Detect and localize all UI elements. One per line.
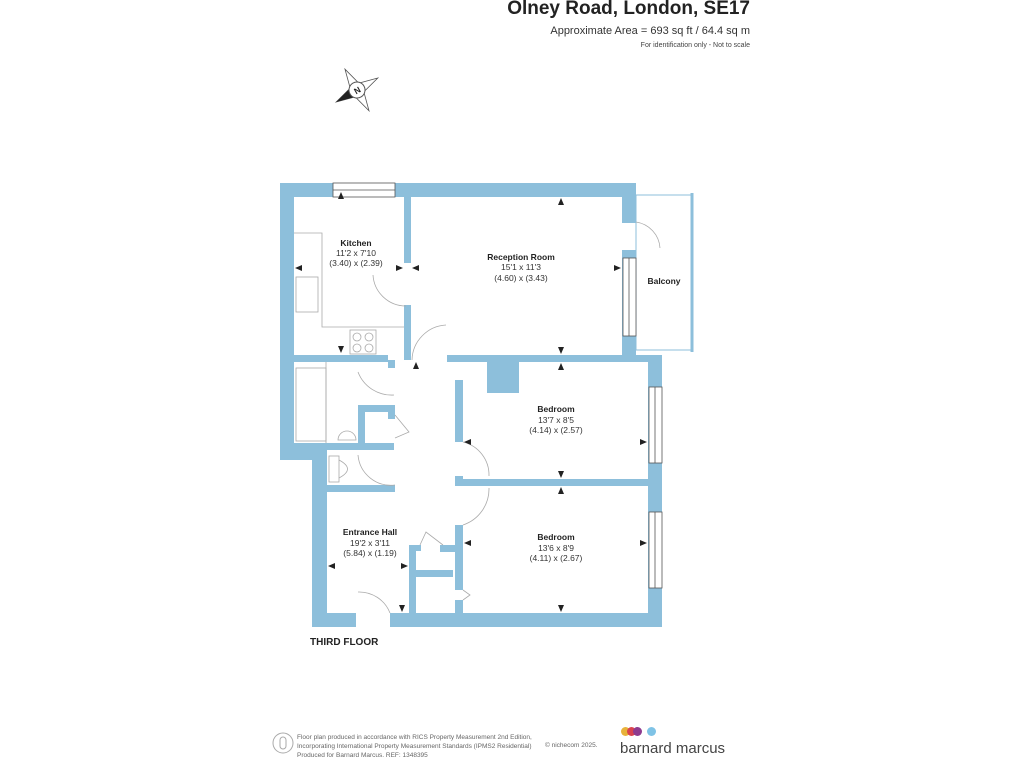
balcony-outline (635, 194, 693, 351)
fixtures (294, 232, 404, 483)
room-size-imperial: 13'7 x 8'5 (538, 415, 574, 425)
scale-note: For identification only - Not to scale (640, 42, 750, 49)
rics-logo-icon (272, 732, 294, 754)
approximate-area: Approximate Area = 693 sq ft / 64.4 sq m (550, 25, 750, 37)
room-name: Bedroom (537, 532, 575, 542)
room-name: Entrance Hall (343, 527, 397, 537)
room-entrance-hall: Entrance Hall 19'2 x 3'11 (5.84) x (1.19… (343, 527, 397, 558)
windows (332, 182, 663, 589)
room-size-metric: (4.14) x (2.57) (529, 425, 583, 435)
room-bedroom-1: Bedroom 13'7 x 8'5 (4.14) x (2.57) (529, 404, 583, 435)
footer-line: Produced for Barnard Marcus. REF: 134839… (297, 752, 428, 759)
basin-icon (337, 430, 357, 441)
toilet-icon (328, 455, 340, 483)
room-name: Balcony (647, 276, 680, 286)
brand-name: barnard marcus (620, 740, 726, 757)
footer-disclaimer: Floor plan produced in accordance with R… (297, 733, 532, 760)
footer-line: Incorporating International Property Mea… (297, 743, 532, 750)
room-size-imperial: 15'1 x 11'3 (501, 262, 541, 272)
room-size-imperial: 11'2 x 7'10 (336, 248, 376, 258)
floor-label: THIRD FLOOR (310, 637, 379, 648)
room-name: Kitchen (340, 238, 371, 248)
copyright: © nichecom 2025. (545, 742, 598, 749)
room-size-metric: (4.60) x (3.43) (494, 273, 548, 283)
compass-icon: N (334, 67, 380, 113)
room-size-imperial: 13'6 x 8'9 (538, 543, 574, 553)
room-balcony: Balcony (647, 276, 680, 286)
room-size-metric: (3.40) x (2.39) (329, 258, 383, 268)
dimension-arrows (295, 192, 647, 612)
room-size-metric: (5.84) x (1.19) (343, 548, 397, 558)
room-kitchen: Kitchen 11'2 x 7'10 (3.40) x (2.39) (329, 238, 383, 268)
room-size-metric: (4.11) x (2.67) (530, 553, 583, 563)
plan-title: Olney Road, London, SE17 (507, 0, 750, 19)
room-name: Bedroom (537, 404, 575, 414)
room-size-imperial: 19'2 x 3'11 (350, 538, 390, 548)
bath-icon (295, 367, 327, 442)
footer-line: Floor plan produced in accordance with R… (297, 734, 532, 741)
hob-icon (349, 329, 377, 355)
room-name: Reception Room (487, 252, 555, 262)
compass-north-label: N (352, 85, 362, 97)
room-bedroom-2: Bedroom 13'6 x 8'9 (4.11) x (2.67) (530, 532, 583, 563)
sink-icon (295, 276, 319, 313)
room-reception: Reception Room 15'1 x 11'3 (4.60) x (3.4… (487, 252, 555, 283)
